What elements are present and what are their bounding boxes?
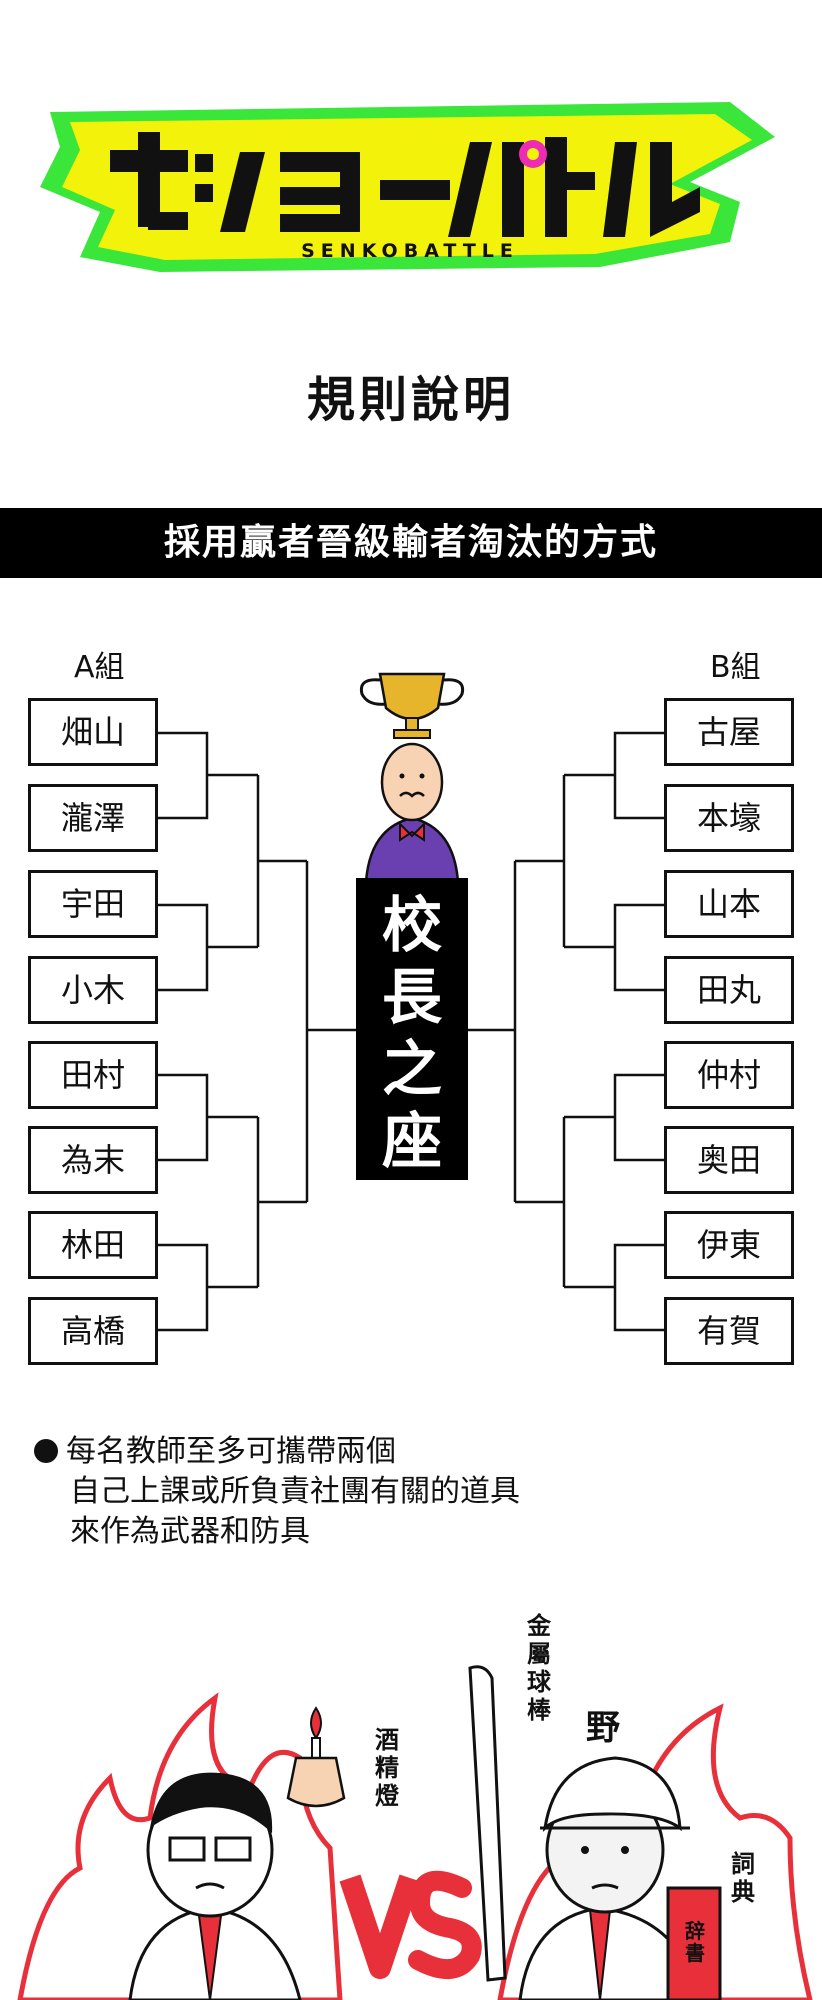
alcohol-lamp-icon xyxy=(286,1706,346,1808)
principal-throne-text: 校長之座 xyxy=(382,891,442,1177)
teacher-right-figure xyxy=(518,1756,702,2000)
versus-mark xyxy=(339,1870,482,1980)
trophy-icon xyxy=(359,672,465,739)
bracket-entry-b4: 田丸 xyxy=(664,956,794,1024)
dictionary-icon xyxy=(666,1886,722,2000)
banner-text: 採用贏者晉級輸者淘汰的方式 xyxy=(163,522,658,563)
teacher-left-figure xyxy=(128,1772,302,2000)
bullet-icon xyxy=(34,1439,58,1463)
alcohol-lamp-label: 酒精燈 xyxy=(375,1725,399,1810)
logo-subtitle: SENKOBATTLE xyxy=(301,240,519,262)
page-title: 規則說明 xyxy=(306,372,515,428)
group-a-label: A組 xyxy=(74,650,125,685)
versus-text: VS xyxy=(352,1862,482,1863)
principal-throne-panel xyxy=(356,878,468,1180)
senkobattle-logo xyxy=(40,102,775,272)
bracket-entry-b1: 古屋 xyxy=(664,698,794,766)
bracket-entry-a7: 林田 xyxy=(28,1211,158,1279)
rules-notes: 每名教師至多可攜帶兩個 自己上課或所負責社團有關的道具 來作為武器和防具 xyxy=(34,1432,794,1552)
principal-with-trophy xyxy=(359,672,465,882)
bracket-entry-b7: 伊東 xyxy=(664,1211,794,1279)
metal-bat-label: 金屬球棒 xyxy=(527,1611,551,1724)
group-b-label: B組 xyxy=(710,650,761,685)
note-line-2: 自己上課或所負責社團有關的道具 xyxy=(70,1474,520,1509)
dictionary-label: 詞典 xyxy=(731,1849,755,1906)
bracket-entry-b3: 山本 xyxy=(664,870,794,938)
bracket-entry-a5: 田村 xyxy=(28,1041,158,1109)
tournament-bracket-lines xyxy=(158,731,664,1332)
dictionary-book-label: 辞書 xyxy=(685,1919,705,1965)
cap-letter: 野 xyxy=(586,1708,620,1748)
bracket-entry-a4: 小木 xyxy=(28,956,158,1024)
bracket-entry-a6: 為末 xyxy=(28,1126,158,1194)
note-line-3: 來作為武器和防具 xyxy=(70,1514,310,1549)
teachers-versus-illustration xyxy=(17,1665,813,2000)
metal-bat-icon xyxy=(468,1665,507,1982)
bracket-entry-a3: 宇田 xyxy=(28,870,158,938)
bracket-entry-b2: 本壕 xyxy=(664,784,794,852)
note-line-1: 每名教師至多可攜帶兩個 xyxy=(66,1434,396,1469)
bracket-entry-a8: 高橋 xyxy=(28,1297,158,1365)
bracket-entry-b5: 仲村 xyxy=(664,1041,794,1109)
bracket-entry-a2: 瀧澤 xyxy=(28,784,158,852)
banner-bar xyxy=(0,508,822,578)
bracket-entry-b6: 奥田 xyxy=(664,1126,794,1194)
bracket-entry-a1: 畑山 xyxy=(28,698,158,766)
bracket-entry-b8: 有賀 xyxy=(664,1297,794,1365)
